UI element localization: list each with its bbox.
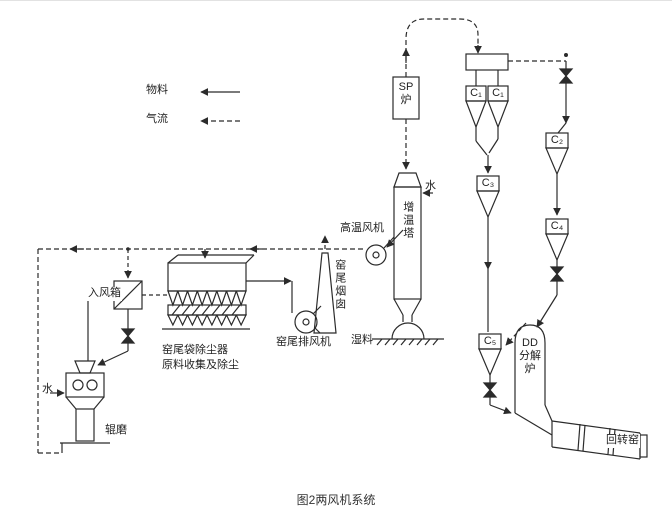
rotary-kiln-shape [551, 420, 648, 460]
cyclone-c1b [487, 85, 509, 139]
gas-recirculation-line [37, 245, 366, 454]
exhaust-fan-symbol [294, 305, 322, 334]
cyclone-c2-label: C₂ [550, 134, 564, 146]
ht-fan-symbol [365, 229, 404, 266]
c2-feed-duct [508, 53, 574, 134]
figure-caption: 图2两风机系统 [296, 493, 376, 507]
chimney-shape [313, 235, 337, 334]
cyclone-c4-label: C₄ [550, 220, 564, 232]
dd-furnace-label: DD分解炉 [519, 337, 541, 376]
valve-icon [120, 328, 136, 344]
cyclone-c3-label: C₃ [481, 177, 495, 189]
rotary-kiln-label: 回转窑 [605, 434, 640, 448]
gct-tower-label: 增温塔 [401, 201, 414, 240]
top-duct-arc [402, 18, 482, 77]
bag-filter-shape [162, 254, 293, 330]
ht-fan-label: 高温风机 [340, 222, 384, 234]
cyclone-c1b-label: C₁ [492, 87, 504, 99]
wet-material-label: 湿料 [351, 334, 373, 346]
dd-furnace-shape [514, 324, 553, 436]
bag-filter-sub-label: 原料收集及除尘 [162, 359, 239, 371]
cyclone-c2 [545, 132, 569, 216]
air-box-label: 入风箱 [87, 287, 122, 301]
exhaust-fan-label: 窑尾排风机 [276, 336, 331, 348]
cyclone-c1a-label: C₁ [470, 87, 482, 99]
sp-furnace-label: SP炉 [398, 81, 414, 107]
cyclone-c1a [465, 85, 487, 141]
air-box-shape [97, 280, 168, 366]
cyclone-c5-label: C₅ [483, 335, 497, 347]
roller-mill-shape [50, 296, 114, 444]
valve-icon [558, 68, 574, 84]
legend-material-label: 物料 [146, 84, 168, 96]
cyclone-c4 [536, 218, 569, 328]
cyclone-c3 [476, 175, 500, 332]
roller-mill-label: 辊磨 [105, 424, 127, 436]
preheater-top-box [465, 53, 509, 86]
sp-furnace-box [392, 76, 420, 170]
valve-icon [482, 382, 498, 398]
legend-gas-label: 气流 [146, 113, 168, 125]
bag-filter-label: 窑尾袋除尘器 [162, 344, 228, 356]
chimney-label: 窑尾烟囱 [333, 259, 346, 311]
wet-material-mound [372, 322, 444, 346]
gct-tower-shape [393, 172, 433, 322]
water-top-label: 水 [425, 180, 436, 192]
cyclone-c5 [478, 322, 527, 415]
valve-icon [549, 266, 565, 282]
water-left-label: 水 [42, 383, 53, 395]
c1-outlet-lines [475, 138, 499, 174]
